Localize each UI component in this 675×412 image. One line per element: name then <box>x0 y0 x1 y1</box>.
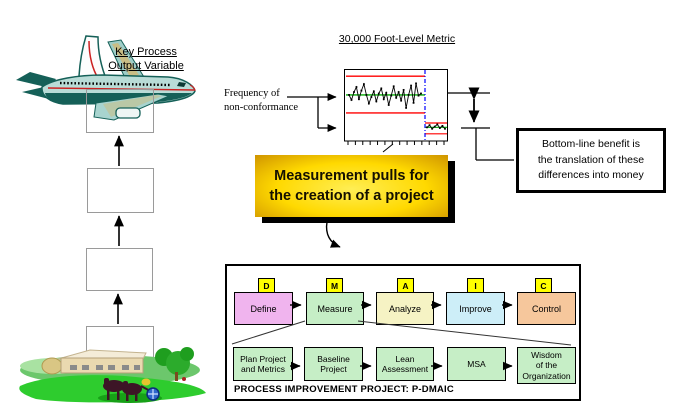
process-chain-box-3 <box>86 248 153 291</box>
bottom-line-benefit-box: Bottom-line benefit is the translation o… <box>516 128 666 193</box>
phase-box-control: Control <box>517 292 576 325</box>
process-chain-box-1 <box>86 89 154 133</box>
step-box-msa: MSA <box>447 347 506 381</box>
key-process-line1: Key Process <box>115 46 177 58</box>
benefit-line2: the translation of these <box>537 153 645 166</box>
step-line: Plan Project <box>240 353 286 364</box>
step-box-lean-assessment: Lean Assessment <box>376 347 434 381</box>
phase-letter-analyze: A <box>397 278 414 293</box>
step-line: Baseline <box>317 353 350 364</box>
phase-box-define: Define <box>234 292 293 325</box>
step-line: Wisdom <box>531 350 562 361</box>
step-line: Assessment <box>381 364 429 374</box>
step-box-baseline-project: Baseline Project <box>304 347 363 381</box>
step-line: of the <box>535 360 558 371</box>
control-chart <box>344 69 448 147</box>
key-process-line2: Output Variable <box>108 59 184 72</box>
step-line: Lean <box>395 353 415 364</box>
benefit-line1: Bottom-line benefit is <box>541 137 641 150</box>
measurement-pulls-callout: Measurement pulls for the creation of a … <box>255 155 448 217</box>
chain-up-arrows <box>113 135 124 324</box>
callout-to-dmaic-arrow <box>325 221 341 248</box>
farm-clipart <box>19 347 206 403</box>
step-line: Project <box>320 364 347 374</box>
step-box-plan-project: Plan Project and Metrics <box>233 347 293 381</box>
step-line: and Metrics <box>241 364 285 374</box>
frequency-label: Frequency of non-conformance <box>224 87 304 114</box>
process-chain-box-2 <box>87 168 154 213</box>
phase-letter-improve: I <box>467 278 484 293</box>
process-improvement-project-label: PROCESS IMPROVEMENT PROJECT: P-DMAIC <box>234 384 454 395</box>
measurement-pulls-line1: Measurement pulls for <box>274 167 429 184</box>
metric-title: 30,000 Foot-Level Metric <box>338 33 456 45</box>
phase-letter-control: C <box>535 278 552 293</box>
step-line: MSA <box>467 358 486 369</box>
phase-letter-measure: M <box>326 278 343 293</box>
phase-box-measure: Measure <box>306 292 364 325</box>
phase-box-improve: Improve <box>446 292 505 325</box>
step-line: Organization <box>522 370 571 381</box>
step-box-wisdom: Wisdom of the Organization <box>517 347 576 384</box>
phase-box-analyze: Analyze <box>376 292 434 325</box>
frequency-line1: Frequency of <box>224 88 280 99</box>
phase-letter-define: D <box>258 278 275 293</box>
benefit-line3: differences into money <box>538 169 644 182</box>
measurement-pulls-line2: the creation of a project <box>269 188 434 204</box>
difference-arrow-group <box>448 87 514 161</box>
key-process-output-variable-label: Key Process Output Variable <box>90 46 202 74</box>
p-dmaic-container: D M A I C Define Measure Analyze Improve… <box>225 264 581 401</box>
frequency-line2: non-conformance <box>224 101 299 113</box>
control-chart-svg <box>344 69 448 145</box>
